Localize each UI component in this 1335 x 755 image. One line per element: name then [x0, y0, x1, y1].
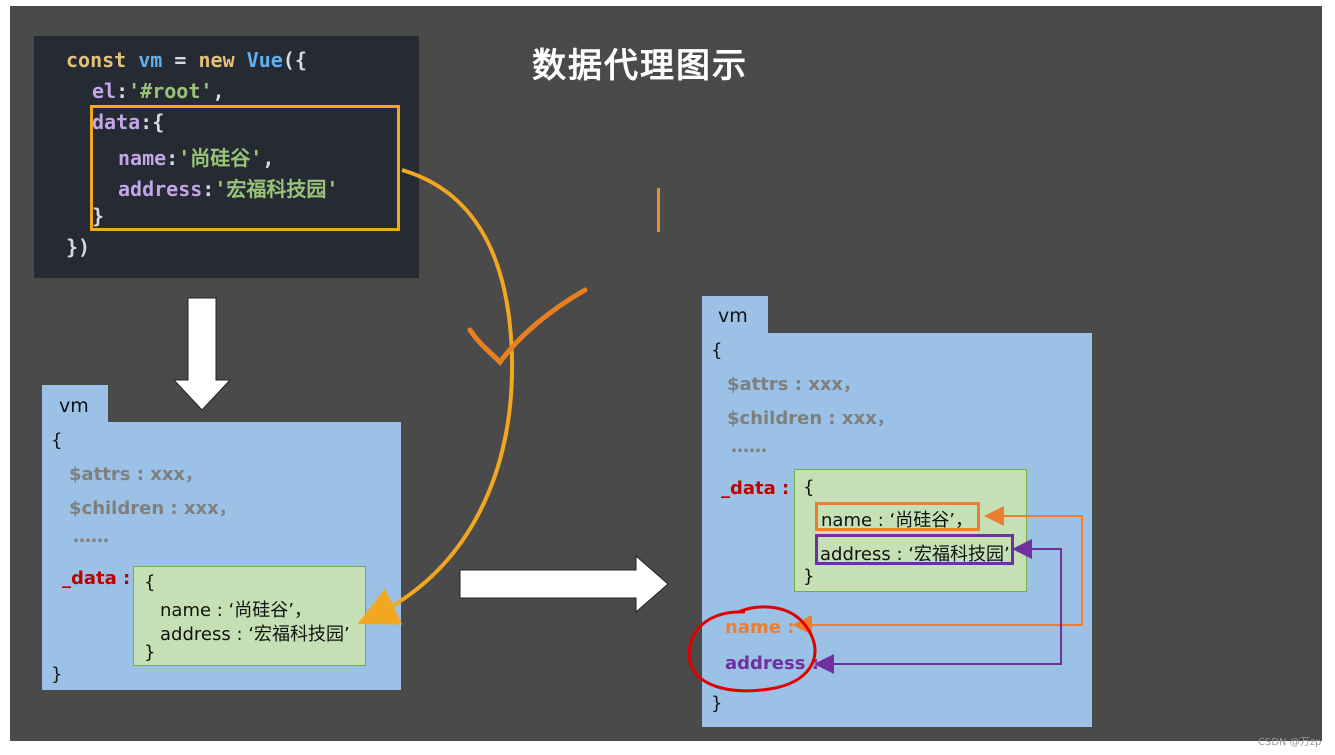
- code-string: '宏福科技园': [214, 177, 339, 201]
- code-punctuation: :: [166, 146, 179, 170]
- slide-title: 数据代理图示: [532, 46, 748, 86]
- code-line-6: }: [92, 204, 105, 228]
- code-punctuation: ,: [212, 79, 225, 103]
- code-operator: =: [162, 48, 199, 72]
- vm-right-tab: vm: [702, 296, 768, 336]
- vm-right-open-brace: {: [711, 340, 723, 361]
- vm-right-data-address: address : ‘宏福科技园’: [820, 544, 1010, 565]
- code-keyword: new: [198, 48, 235, 72]
- vm-left-tab: vm: [42, 385, 108, 425]
- vm-left-data-open: {: [144, 572, 156, 593]
- vm-left-data-box: [133, 566, 366, 666]
- border-top: [0, 0, 1335, 6]
- code-block: const vm = new Vue({ el:'#root', data:{ …: [34, 36, 419, 278]
- code-class-name: Vue: [246, 48, 283, 72]
- address-proxy-link: [820, 539, 1062, 665]
- red-circle-annotation: [687, 605, 817, 693]
- vm-left-data-close: }: [144, 642, 156, 663]
- code-keyword: const: [66, 48, 127, 72]
- name-highlight-box: [815, 502, 980, 531]
- vm-left-open-brace: {: [51, 430, 63, 451]
- vm-left-tab-label: vm: [59, 395, 89, 417]
- data-flow-arrow: [357, 168, 515, 625]
- check-mark: [467, 287, 588, 366]
- vm-right-attrs: $attrs : xxx，: [727, 374, 862, 395]
- code-punctuation: ({: [282, 48, 307, 72]
- vm-left-children: $children : xxx，: [69, 498, 237, 519]
- code-identifier: vm: [138, 48, 163, 72]
- vm-right-data-close: }: [803, 566, 815, 587]
- vm-left-attrs: $attrs : xxx，: [69, 464, 204, 485]
- code-property: name: [118, 146, 167, 170]
- code-line-3: data:{: [92, 110, 164, 134]
- code-string: '#root': [128, 79, 213, 103]
- border-left: [0, 0, 10, 755]
- code-punctuation: :{: [140, 110, 165, 134]
- text-cursor: [657, 188, 660, 232]
- vm-left-data-label: _data :: [62, 568, 131, 589]
- code-property: address: [118, 177, 203, 201]
- vm-right-children: $children : xxx，: [727, 408, 895, 429]
- border-bottom: [0, 741, 1335, 755]
- watermark: CSDN @万zp: [1258, 737, 1322, 748]
- code-property: el: [92, 79, 117, 103]
- vm-right-proxy-name: name :: [725, 617, 795, 638]
- vm-left-data-name: name : ‘尚硅谷’，: [160, 600, 312, 621]
- vm-left-data-address: address : ‘宏福科技园’: [160, 624, 350, 645]
- code-punctuation: :: [116, 79, 129, 103]
- code-line-4: name:'尚硅谷',: [118, 142, 274, 171]
- code-line-1: const vm = new Vue({: [66, 48, 307, 72]
- down-arrow: [172, 297, 232, 411]
- name-proxy-link: [797, 506, 1083, 626]
- code-string: '尚硅谷': [178, 146, 263, 170]
- vm-right-data-open: {: [803, 477, 815, 498]
- code-punctuation: ,: [262, 146, 275, 170]
- vm-right-close-brace: }: [711, 693, 723, 714]
- data-highlight-box: [90, 105, 400, 231]
- code-line-5: address:'宏福科技园': [118, 173, 338, 202]
- vm-left-close-brace: }: [51, 664, 63, 685]
- vm-left-ellipsis: ……: [73, 526, 109, 547]
- border-right: [1322, 0, 1335, 755]
- code-punctuation: :: [202, 177, 215, 201]
- vm-right-data-name: name : ‘尚硅谷’，: [821, 510, 973, 531]
- code-property: data: [92, 110, 141, 134]
- code-line-2: el:'#root',: [92, 79, 224, 103]
- vm-right-data-label: _data :: [721, 478, 790, 499]
- code-line-7: }): [66, 235, 91, 259]
- right-arrow: [459, 554, 669, 614]
- vm-right-tab-label: vm: [718, 305, 748, 327]
- vm-right-ellipsis: ……: [731, 436, 767, 457]
